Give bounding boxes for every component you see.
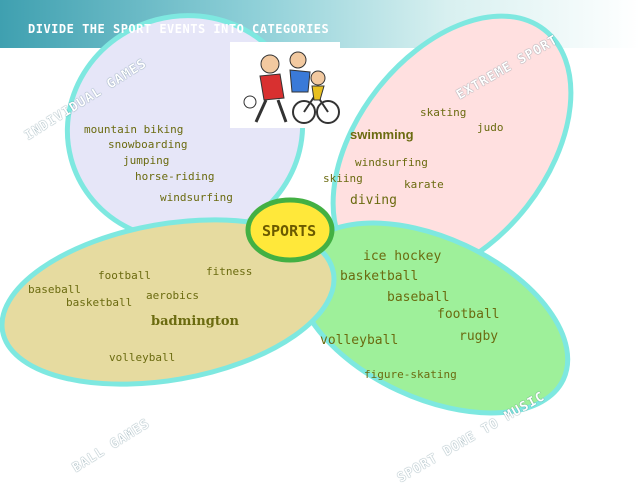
word-fitness: fitness [206,265,253,278]
word-diving: diving [350,193,397,208]
center-oval [245,197,335,263]
word-ice-hockey: ice hockey [363,249,442,264]
word-mountain-biking: mountain biking [84,123,184,136]
word-rugby: rugby [459,329,499,344]
word-judo: judo [477,121,504,134]
word-volleyball-ball: volleyball [109,351,176,364]
word-basketball-ball: basketball [66,296,133,309]
word-karate: karate [404,178,444,191]
word-football-music: football [437,307,500,322]
page-title: DIVIDE THE SPORT EVENTS INTO CATEGORIES [28,22,330,36]
word-horse-riding: horse-riding [135,170,215,183]
sports-clipart-image [230,42,340,128]
word-football-ball: football [98,269,151,282]
center-label: SPORTS [262,222,317,240]
word-jumping: jumping [123,154,170,167]
word-skating: skating [420,106,467,119]
word-volleyball-music: volleyball [320,333,399,348]
word-windsurfing-individual: windsurfing [160,191,233,204]
word-snowboarding: snowboarding [108,138,188,151]
word-badmington: badmington [151,314,239,329]
word-skiing: skiing [323,172,363,185]
word-windsurfing-extreme: windsurfing [355,156,428,169]
word-aerobics: aerobics [146,289,199,302]
ball-games-petal [0,217,337,387]
word-swimming: swimming [350,127,414,142]
word-basketball-music: basketball [340,269,419,284]
word-baseball-music: baseball [387,290,450,305]
word-figure-skating: figure-skating [364,368,457,381]
word-baseball-ball: baseball [28,283,81,296]
